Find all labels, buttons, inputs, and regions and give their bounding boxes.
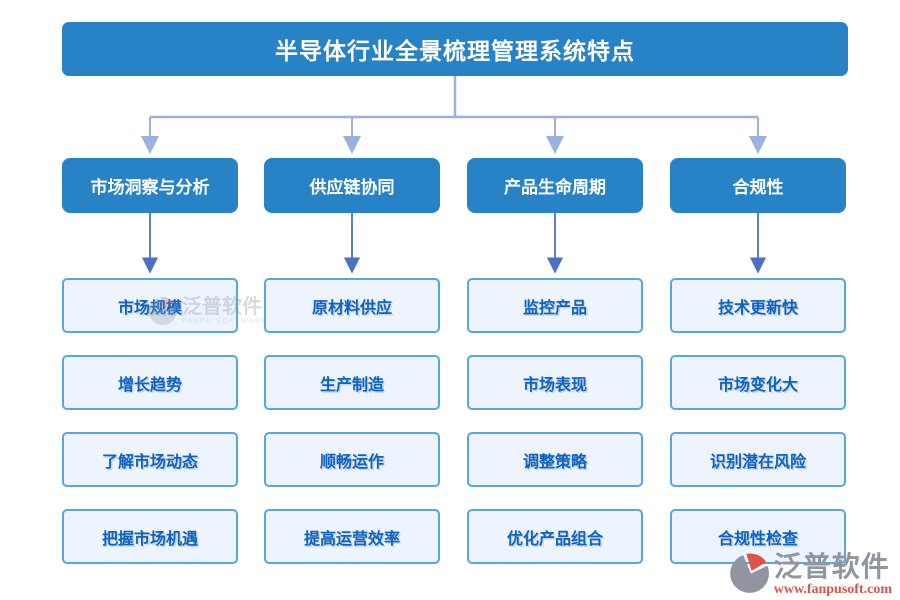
fanpu-logo-icon [729, 553, 769, 593]
item-market-size: 市场规模 [62, 278, 238, 333]
item-growth-trend: 增长趋势 [62, 355, 238, 410]
item-operational-efficiency: 提高运营效率 [264, 509, 440, 564]
item-market-dynamics: 了解市场动态 [62, 432, 238, 487]
category-product-lifecycle: 产品生命周期 [467, 158, 643, 213]
watermark-corner-url: www.fanpusoft.com [773, 582, 892, 597]
item-market-performance: 市场表现 [467, 355, 643, 410]
watermark-corner: 泛普软件 www.fanpusoft.com [729, 552, 892, 597]
item-optimize-portfolio: 优化产品组合 [467, 509, 643, 564]
item-market-opportunity: 把握市场机遇 [62, 509, 238, 564]
item-fast-tech-update: 技术更新快 [670, 278, 846, 333]
category-compliance: 合规性 [670, 158, 846, 213]
category-market-insight: 市场洞察与分析 [62, 158, 238, 213]
item-monitor-product: 监控产品 [467, 278, 643, 333]
diagram-title: 半导体行业全景梳理管理系统特点 [62, 22, 848, 76]
category-supply-chain: 供应链协同 [264, 158, 440, 213]
watermark-corner-brand: 泛普软件 [773, 551, 890, 582]
item-identify-risk: 识别潜在风险 [670, 432, 846, 487]
item-adjust-strategy: 调整策略 [467, 432, 643, 487]
item-market-volatility: 市场变化大 [670, 355, 846, 410]
item-raw-material-supply: 原材料供应 [264, 278, 440, 333]
item-smooth-operation: 顺畅运作 [264, 432, 440, 487]
item-manufacturing: 生产制造 [264, 355, 440, 410]
